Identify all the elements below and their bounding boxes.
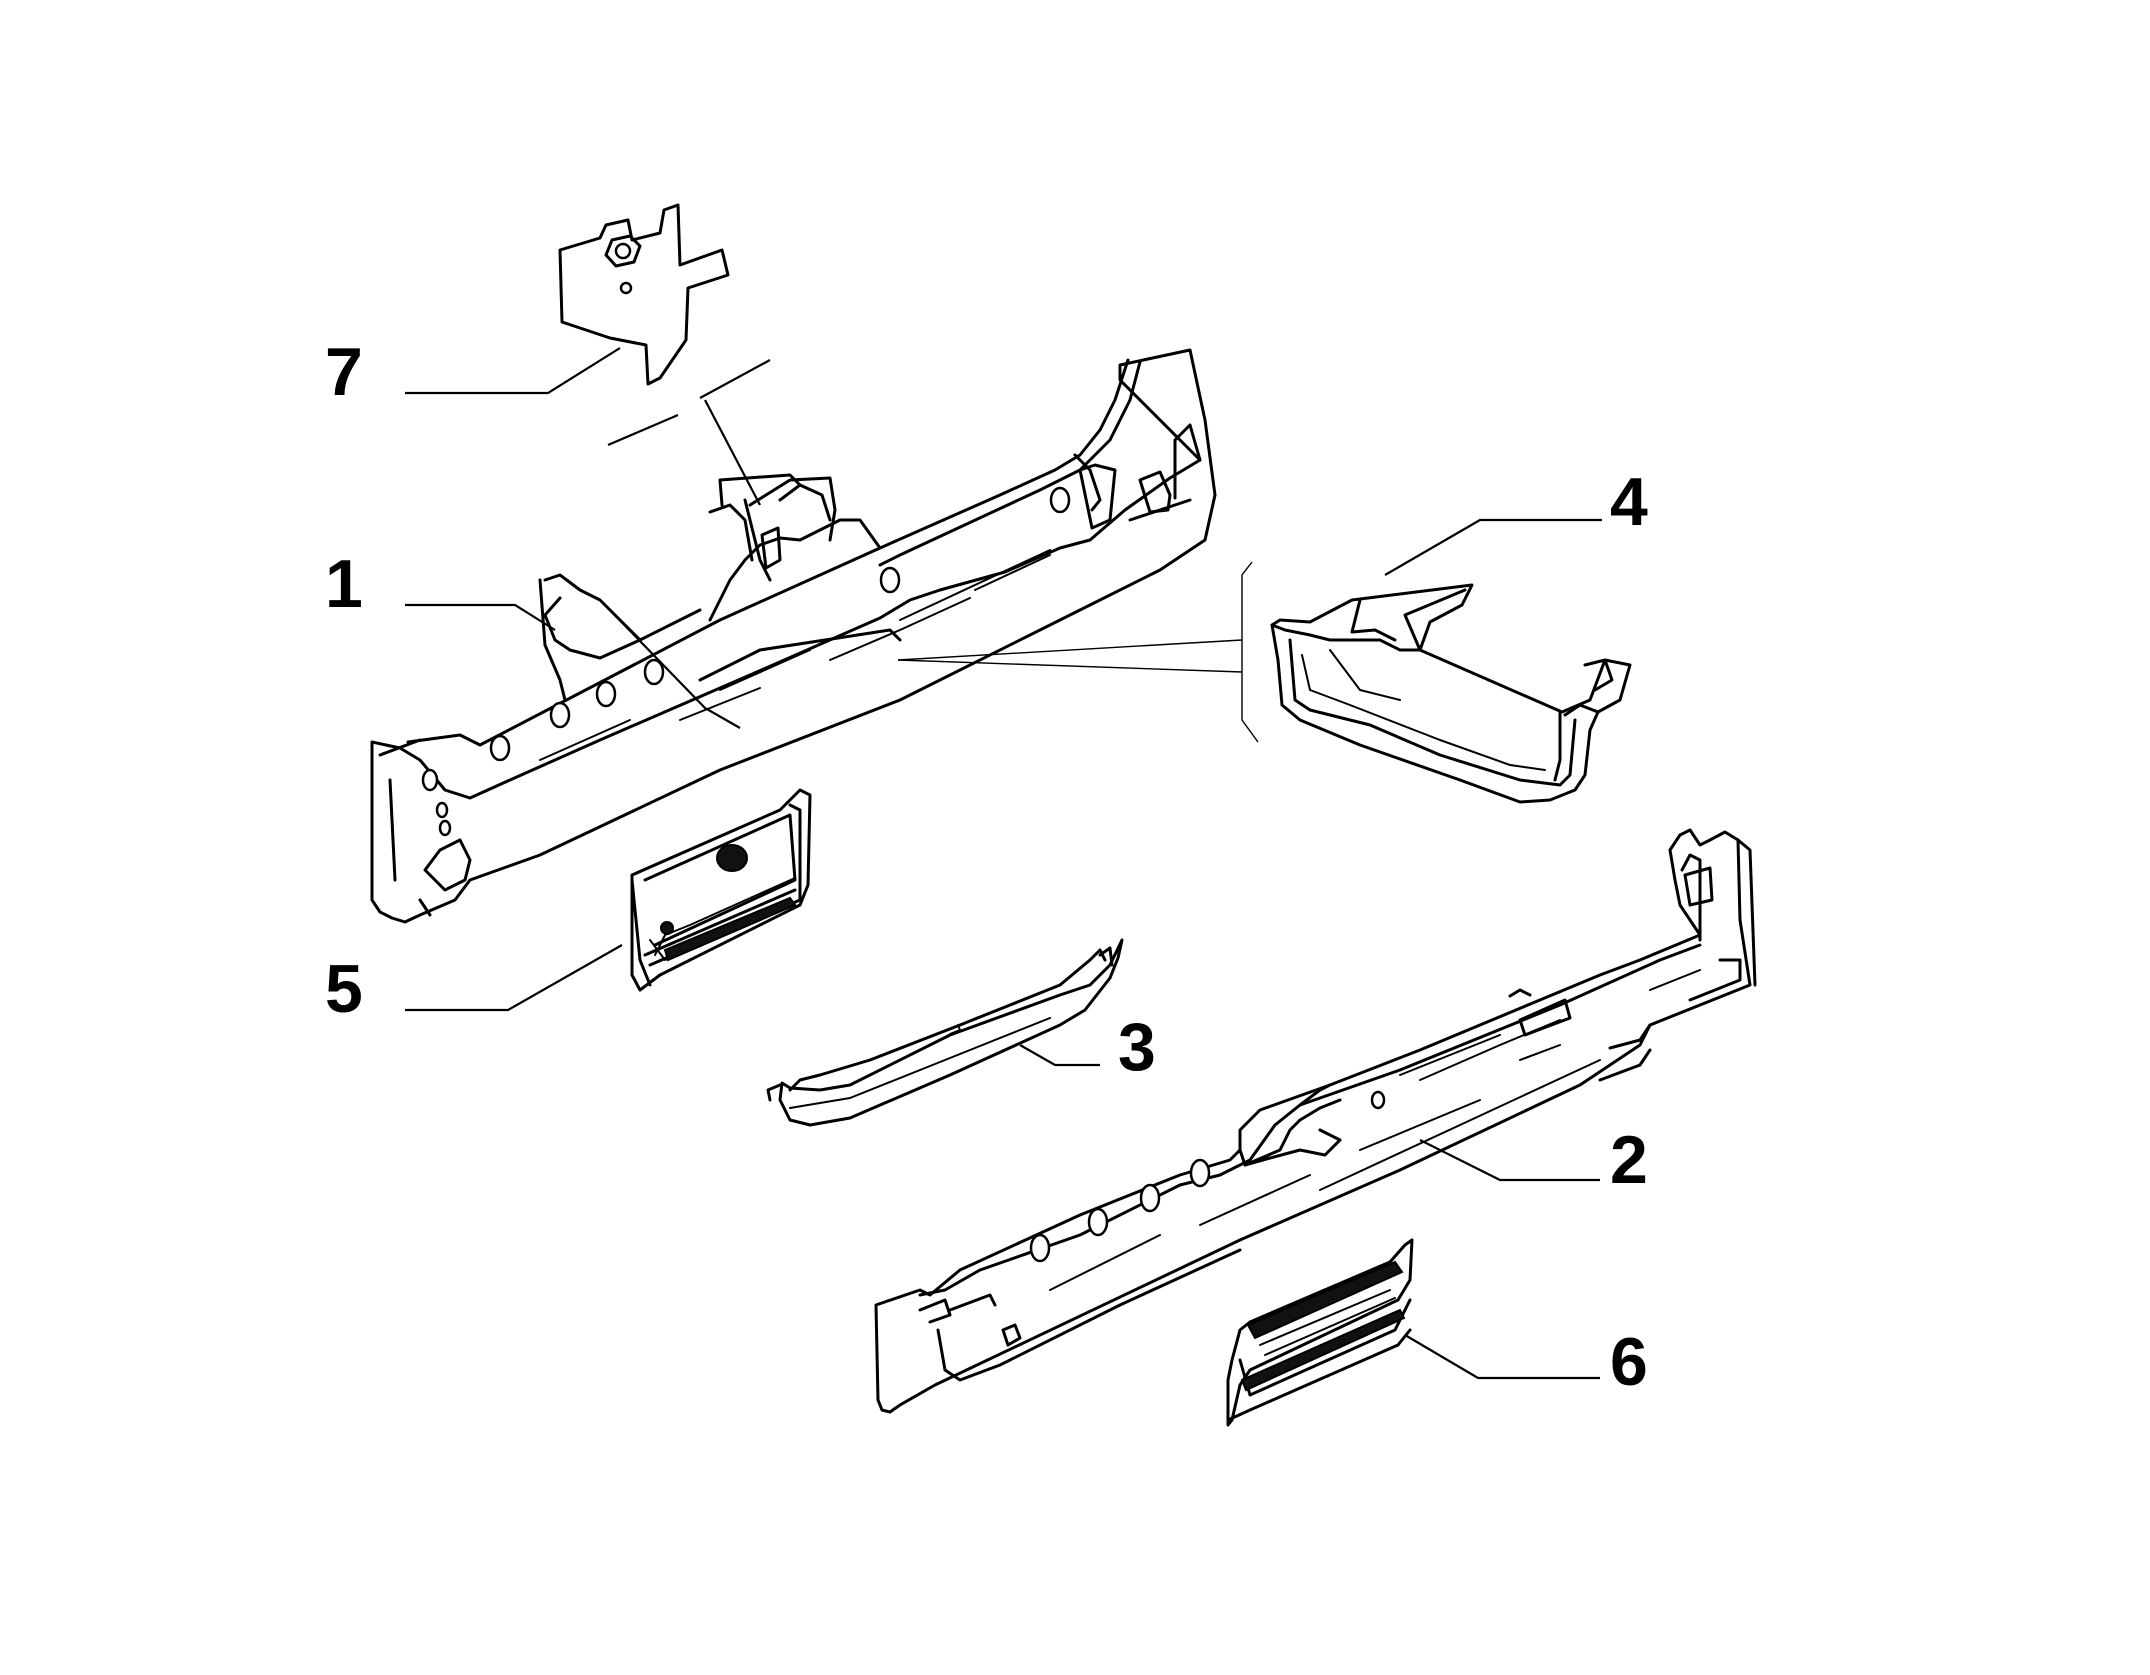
part-7-nut-bracket [558,203,730,386]
leader-5 [405,944,623,1012]
leader-3 [1019,1044,1100,1067]
callout-3: 3 [1118,1009,1156,1085]
callout-4: 4 [1610,464,1648,540]
part-1-inner-sill-panel [370,348,1217,924]
callout-5: 5 [325,951,363,1027]
callout-6: 6 [1610,1324,1648,1400]
part-4-box-bracket [1270,583,1632,804]
leader-4-pointer-b [897,659,1243,673]
callout-7: 7 [325,334,363,410]
leader-7 [405,347,621,395]
leader-6 [1404,1334,1600,1380]
leader-4-bracket [1241,561,1259,743]
leader-7-pointer-b [607,413,679,447]
callout-labels: 7 1 4 5 3 2 6 [325,334,1648,1400]
part-2-outer-sill-panel [874,828,1757,1414]
callout-2: 2 [1610,1122,1648,1198]
callout-1: 1 [325,546,363,622]
leader-lines [405,347,1602,1380]
leader-7-pointer-a [604,604,741,729]
leader-2 [1419,1139,1600,1182]
part-3-sill-strip [766,938,1124,1127]
leader-1 [405,603,556,631]
leader-7-pointer-c [699,359,771,399]
part-6-reinforcement-strip [1226,1238,1414,1427]
leader-7-pointer-d [704,399,761,506]
leader-4-pointer-a [897,639,1243,661]
leader-4 [1384,518,1602,576]
part-5-closing-panel [630,788,812,992]
